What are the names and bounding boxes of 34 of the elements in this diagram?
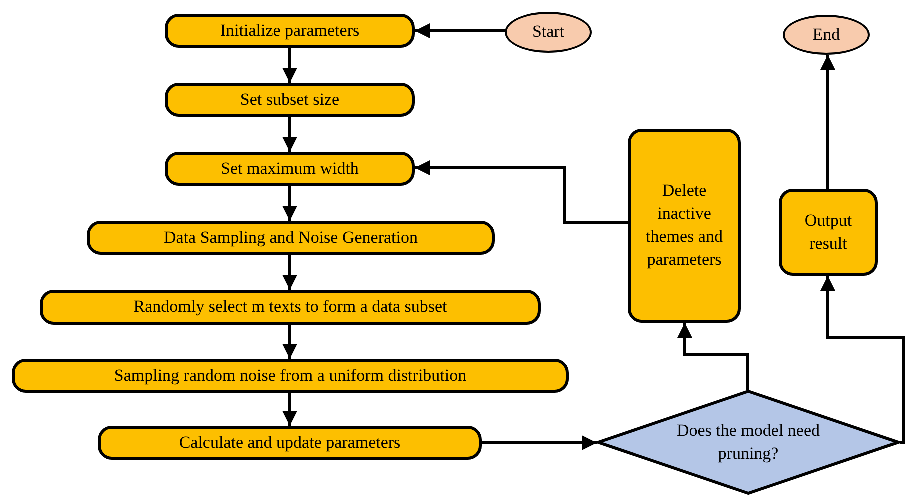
arrow [282,325,298,359]
node-label: Start [531,21,566,44]
node-label: Delete inactive themes and parameters [645,180,724,271]
arrow [282,255,298,290]
arrow [820,276,906,444]
arrow [282,117,298,152]
node-label: Set maximum width [220,158,360,180]
node-label: Sampling random noise from a uniform distribution [113,364,468,387]
arrow [282,393,298,426]
decision-diamond [597,390,900,495]
arrow [415,160,628,224]
node-label: Does the model need pruning? [676,420,822,465]
arrow [282,186,298,221]
node-label: Output result [804,210,854,254]
node-label: Calculate and update parameters [178,432,402,454]
arrow [415,24,505,38]
node-label: Set subset size [239,88,341,111]
node-label: Initialize parameters [219,20,361,42]
node-label: Randomly select m texts to form a data subset [132,296,448,318]
arrow [482,436,597,450]
process-box [98,426,482,460]
process-box [165,152,415,186]
arrow [678,323,750,390]
process-box [165,83,415,117]
process-box [87,221,495,255]
process-box [40,290,541,325]
process-box [628,129,741,323]
node-label: End [812,24,842,46]
process-box [165,14,415,48]
arrow [282,48,298,83]
arrow [820,55,836,189]
process-box [12,359,569,393]
process-box [779,189,878,276]
node-label: Data Sampling and Noise Generation [163,226,419,249]
